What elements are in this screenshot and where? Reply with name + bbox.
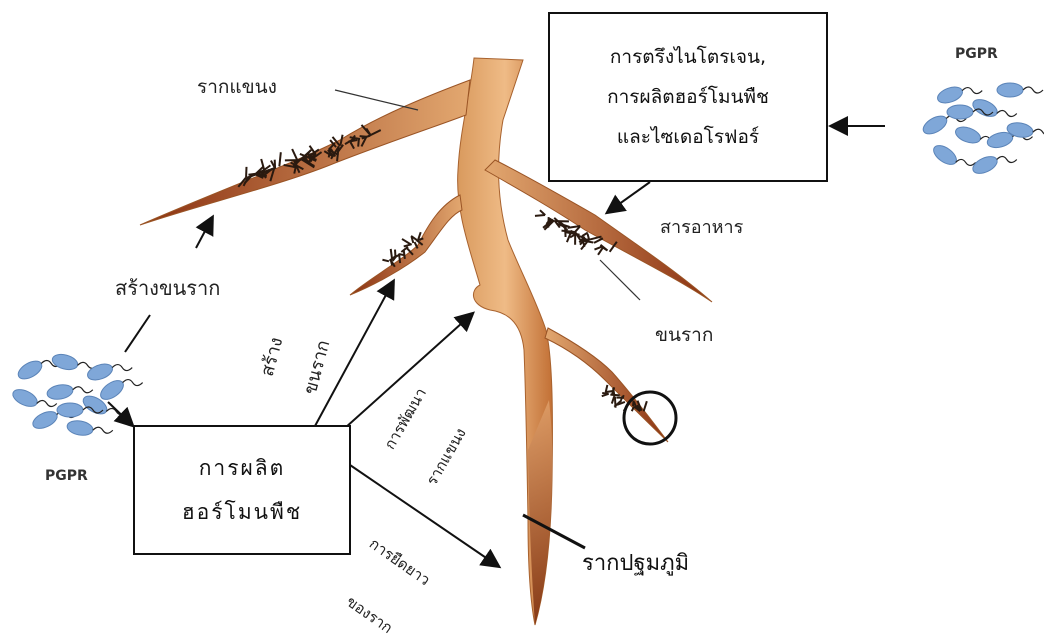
label-root-hair: ขนราก	[655, 320, 713, 350]
root-hair-strand	[615, 397, 616, 408]
bacterium-flagellum	[123, 380, 143, 386]
box-top-line-3: และไซเดอโรฟอร์	[617, 117, 759, 157]
pointer-lateral-root	[335, 90, 418, 110]
root-hair-strand	[391, 249, 392, 259]
label-pgpr-bottom: PGPR	[45, 468, 88, 484]
bacterium-cell	[930, 142, 959, 168]
root-hair-strand	[402, 239, 411, 245]
bacterium-flagellum	[956, 159, 976, 165]
box-bottom-line-1: การผลิต	[199, 446, 286, 490]
root-hair-strand	[602, 393, 608, 394]
box-bottom-line-2: ฮอร์โมนพืช	[182, 490, 302, 534]
lateral-root-upper-left	[140, 80, 470, 225]
root-hair-strand	[594, 247, 601, 250]
root-hair-strand	[382, 260, 388, 262]
bacterium-cell	[97, 377, 126, 403]
root-hair-strand	[562, 231, 575, 232]
bacterium-cell	[970, 96, 999, 120]
bacterium-cell	[66, 419, 94, 437]
root-hair-strand	[358, 139, 359, 146]
box-top-line-1: การตรึงไนโตรเจน,	[610, 37, 766, 77]
root-hair-strand	[404, 250, 405, 259]
bacterium-cell	[935, 84, 964, 106]
root-hair-strand	[292, 149, 297, 160]
bacterium-flagellum	[997, 157, 1017, 163]
bacterium-cell	[85, 361, 114, 383]
root-hair-strand	[610, 395, 619, 396]
root-hair-strand	[605, 391, 614, 392]
root-hair-strand	[612, 397, 614, 404]
box-top-line-2: การผลิตฮอร์โมนพืช	[607, 77, 769, 117]
arrow-bacteria-line	[125, 315, 150, 352]
bacteria-cluster-top-right	[920, 83, 1044, 177]
label-nutrients: สารอาหาร	[660, 212, 743, 241]
arrow-create-root-hair	[196, 218, 212, 248]
label-primary-root: รากปฐมภูมิ	[582, 545, 689, 580]
label-create-root-hair: สร้างขนราก	[115, 272, 220, 304]
bacterium-flagellum	[1023, 87, 1043, 93]
root-hair-strand	[644, 401, 647, 411]
bacterium-cell	[10, 386, 39, 410]
root-hair-strand	[360, 136, 367, 137]
arrow-to-box-bottom	[108, 402, 132, 425]
root-hair-strand	[535, 215, 545, 216]
bacterium-cell	[970, 153, 999, 177]
bacterium-cell	[947, 105, 973, 119]
pointer-root-hair	[600, 260, 640, 300]
root-hair-strand	[633, 401, 634, 406]
bacterium-cell	[51, 352, 80, 372]
bacterium-cell	[920, 112, 950, 137]
bacterium-flagellum	[93, 427, 113, 433]
bacterium-flagellum	[1033, 129, 1044, 135]
bacterium-flagellum	[112, 365, 132, 371]
root-hair-strand	[391, 260, 392, 266]
bacterium-flagellum	[997, 110, 1017, 116]
bacterium-cell	[57, 403, 83, 417]
bacterium-cell	[997, 83, 1023, 97]
arrow-box-to-root	[608, 182, 650, 212]
root-hair-strand	[418, 232, 420, 239]
box-hormone-production: การผลิต ฮอร์โมนพืช	[133, 425, 351, 555]
bacterium-cell	[30, 408, 59, 432]
bacterium-flagellum	[73, 387, 93, 393]
box-nitrogen-hormone-siderophore: การตรึงไนโตรเจน, การผลิตฮอร์โมนพืช และไซ…	[548, 12, 828, 182]
bacterium-cell	[15, 357, 45, 382]
bacterium-cell	[46, 383, 74, 401]
label-lateral-root: รากแขนง	[197, 72, 277, 102]
bacterium-cell	[953, 124, 982, 146]
bacterium-flagellum	[37, 400, 57, 406]
root-hair-strand	[279, 152, 280, 166]
label-pgpr-top: PGPR	[955, 46, 998, 62]
bacterium-flagellum	[962, 88, 982, 94]
bacteria-cluster-bottom-left	[10, 352, 142, 437]
